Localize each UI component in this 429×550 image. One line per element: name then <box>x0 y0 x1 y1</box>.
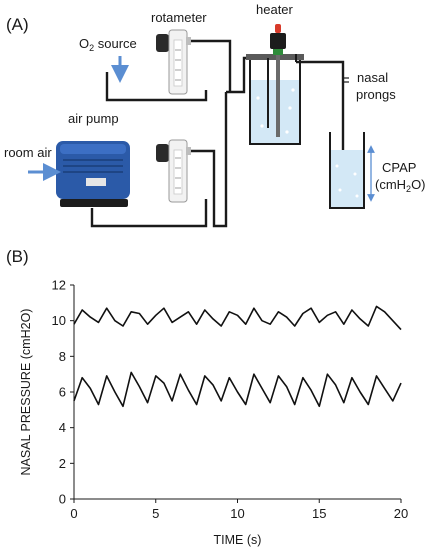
panel-a: (A) <box>4 2 426 228</box>
y-tick-label: 8 <box>59 349 66 364</box>
x-tick-label: 20 <box>394 506 408 521</box>
panel-b-label: (B) <box>6 247 29 266</box>
series-line-2 <box>73 371 402 408</box>
cpap-unit-label: (cmH2O) <box>375 177 426 194</box>
tubing <box>90 39 345 228</box>
pump-to-rotameter-tube <box>90 199 208 228</box>
outlet-to-cpap-tube <box>296 60 345 193</box>
air-pump <box>56 141 130 207</box>
x-tick-label: 10 <box>230 506 244 521</box>
rotameter-label: rotameter <box>151 10 207 25</box>
nasal-prongs-mark <box>343 77 349 83</box>
air-pump-label: air pump <box>68 111 119 126</box>
x-axis-title: TIME (s) <box>214 533 262 547</box>
y-tick-label: 12 <box>52 278 66 293</box>
heater-label: heater <box>256 2 294 17</box>
chart-series <box>73 305 402 408</box>
y-tick-label: 6 <box>59 385 66 400</box>
rotameter-top <box>156 29 191 95</box>
o2-inlet-tube <box>105 72 208 102</box>
pressure-chart: 0 2 4 6 8 10 12 0 5 10 15 20 TIME (s) NASAL PRESSUR… <box>19 278 408 548</box>
panel-a-label: (A) <box>6 15 29 34</box>
y-tick-label: 10 <box>52 313 66 328</box>
humidifier <box>246 54 304 145</box>
o2-source-label: O2 source <box>79 36 137 53</box>
panel-b: (B) 0 2 4 6 8 10 12 0 5 10 15 20 TIME (s) NASAL PRE… <box>6 247 408 547</box>
room-air-label: room air <box>4 145 52 160</box>
rotameter-bottom-outlet-tube <box>190 92 228 228</box>
cpap-column <box>329 132 375 209</box>
cpap-label: CPAP <box>382 160 416 175</box>
nasal-label: nasal <box>357 70 388 85</box>
chart-ticks: 0 2 4 6 8 10 12 0 5 10 15 20 <box>52 278 409 522</box>
heater <box>270 24 286 137</box>
x-tick-label: 5 <box>152 506 159 521</box>
rotameter-top-outlet-tube <box>190 39 232 92</box>
rotameter-bottom <box>156 139 191 203</box>
y-tick-label: 4 <box>59 420 66 435</box>
prongs-label: prongs <box>356 87 396 102</box>
y-axis-title: NASAL PRESSURE (cmH2O) <box>19 309 33 476</box>
y-tick-label: 0 <box>59 492 66 507</box>
x-tick-label: 15 <box>312 506 326 521</box>
y-tick-label: 2 <box>59 456 66 471</box>
series-line-1 <box>73 305 402 331</box>
x-tick-label: 0 <box>70 506 77 521</box>
